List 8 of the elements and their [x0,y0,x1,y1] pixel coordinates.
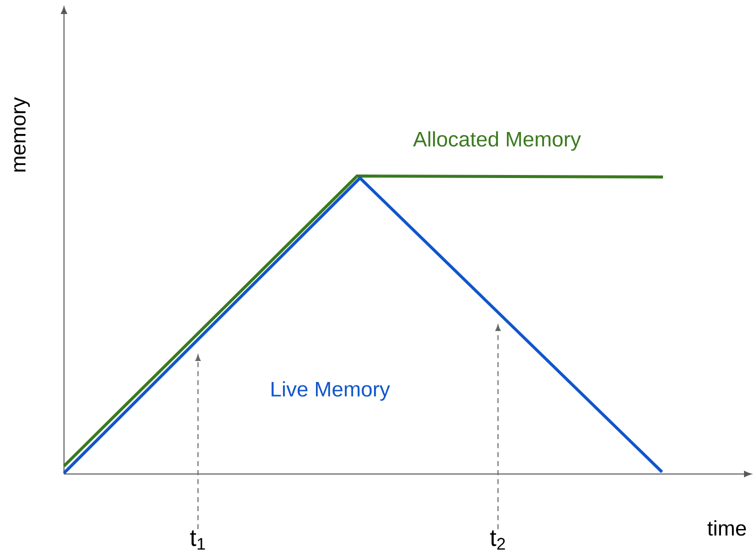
axis-label: time [708,520,746,536]
dashed-arrow [495,324,501,530]
dashed-arrow [195,354,201,530]
axis-label: memory [14,97,30,172]
series-label: Live Memory [272,381,390,401]
time-marker-label: t$_{1}$ [190,530,205,550]
time-marker-label: t$_{2}$ [490,530,505,550]
series-label: Allocated Memory [413,131,581,151]
